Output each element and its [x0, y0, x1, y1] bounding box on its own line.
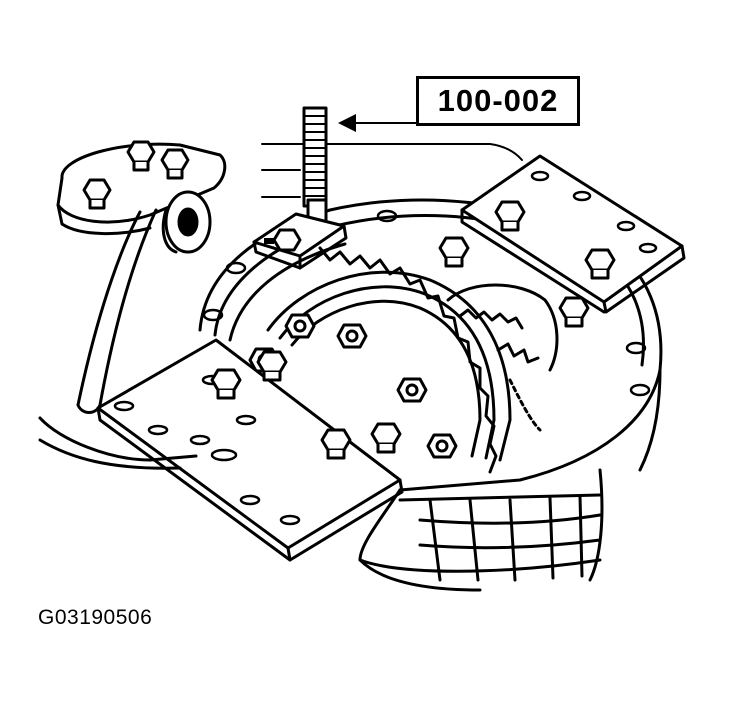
nut-icon	[336, 323, 368, 349]
bolt-icon	[126, 140, 156, 172]
flange-holes	[202, 209, 651, 397]
bolt-icon	[320, 428, 352, 460]
bolt-icon	[584, 248, 616, 280]
nut-icon	[426, 433, 458, 459]
leader-lines	[261, 122, 523, 198]
bolt-icon	[438, 236, 470, 268]
bolt-icon	[494, 200, 526, 232]
arrow-left-icon	[338, 114, 356, 132]
ring-gear	[266, 246, 512, 474]
nut-icon	[284, 313, 316, 339]
nut-icon	[396, 377, 428, 403]
bolt-icon	[370, 422, 402, 454]
bolt-icon	[160, 148, 190, 180]
bolt-icon	[210, 368, 242, 400]
tool-number-label: 100-002	[437, 83, 559, 118]
axle-tube	[38, 416, 198, 470]
right-bearing-cap	[438, 154, 686, 328]
bolt-icon	[558, 296, 590, 328]
figure-id: G03190506	[38, 606, 153, 629]
bolt-icon	[82, 178, 112, 210]
left-bearing-cap	[96, 338, 404, 562]
pinion-gear	[446, 283, 559, 432]
bolt-icon	[256, 350, 288, 382]
tool-number-callout: 100-002	[416, 76, 580, 126]
special-tool-100-002	[252, 106, 348, 270]
bracket-bolts	[82, 140, 190, 210]
bolt-icon	[272, 228, 302, 252]
